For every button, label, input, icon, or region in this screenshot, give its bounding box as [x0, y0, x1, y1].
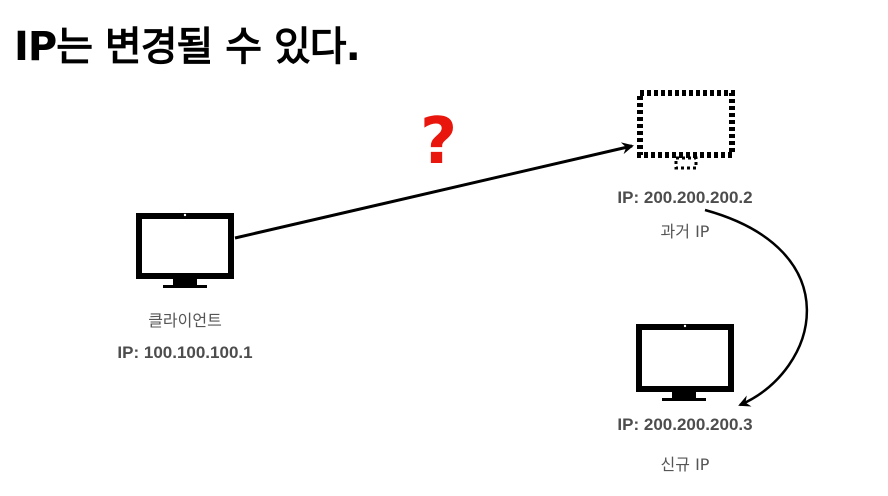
old-server-ip: IP: 200.200.200.2 [617, 188, 753, 207]
arrow-old-to-new-server [704, 208, 809, 407]
new-server-monitor-icon [636, 324, 734, 401]
old-server-label: 과거 IP [660, 222, 710, 241]
client-label: 클라이언트 [148, 311, 222, 330]
unknown-question-mark: ? [420, 105, 458, 179]
new-server-label: 신규 IP [660, 455, 710, 474]
old-server-monitor-dotted-icon [637, 90, 735, 170]
client-monitor-icon [136, 213, 234, 288]
page-title: IP는 변경될 수 있다. [14, 24, 361, 70]
arrow-client-to-old-server [234, 142, 634, 240]
new-server-ip: IP: 200.200.200.3 [617, 415, 753, 434]
client-ip: IP: 100.100.100.1 [117, 343, 253, 362]
